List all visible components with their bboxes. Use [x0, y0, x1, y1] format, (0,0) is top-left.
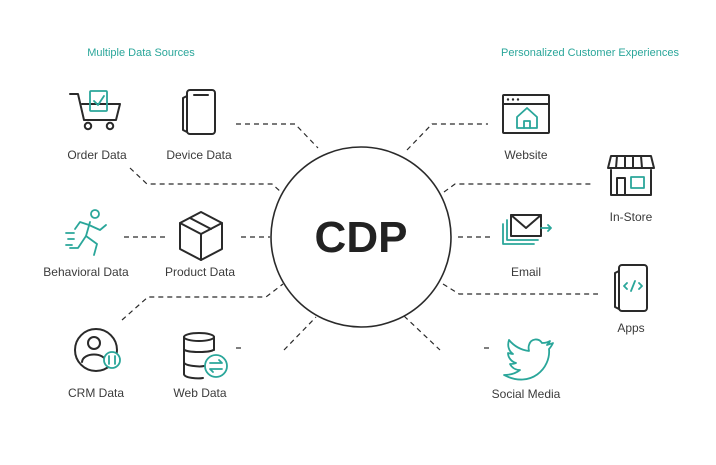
device-data-label: Device Data — [166, 148, 232, 162]
app-code-icon — [614, 264, 648, 312]
right-header: Personalized Customer Experiences — [501, 47, 679, 59]
envelope-icon — [502, 214, 552, 245]
cdp-circle — [270, 146, 452, 328]
in-store-label: In-Store — [610, 210, 653, 224]
browser-window-icon — [502, 94, 550, 134]
database-sync-icon — [183, 332, 228, 380]
crm-data-label: CRM Data — [68, 386, 124, 400]
mobile-device-icon — [182, 89, 216, 135]
running-person-icon — [65, 209, 107, 256]
left-header: Multiple Data Sources — [87, 47, 195, 59]
user-profile-icon — [74, 328, 121, 372]
order-data-label: Order Data — [67, 148, 127, 162]
behavioral-data-label: Behavioral Data — [43, 265, 129, 279]
storefront-icon — [607, 155, 655, 196]
email-label: Email — [511, 265, 541, 279]
box-icon — [179, 211, 223, 261]
twitter-bird-icon — [503, 338, 554, 381]
web-data-label: Web Data — [173, 386, 226, 400]
shopping-cart-icon — [69, 90, 121, 131]
website-label: Website — [504, 148, 547, 162]
connectors — [121, 123, 598, 351]
product-data-label: Product Data — [165, 265, 235, 279]
cdp-label: CDP — [315, 213, 408, 262]
apps-label: Apps — [617, 321, 644, 335]
social-media-label: Social Media — [492, 387, 561, 401]
